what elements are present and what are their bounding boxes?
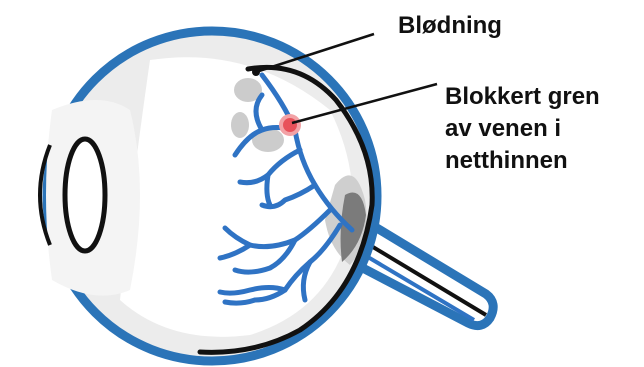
- blocked-vein-marker: [279, 114, 301, 136]
- bleeding-leader-dot: [252, 68, 260, 76]
- label-bleeding: Blødning: [398, 12, 502, 39]
- label-blocked-vein-line2: av venen i: [445, 115, 561, 142]
- label-blocked-vein-line3: netthinnen: [445, 147, 568, 174]
- lens: [65, 139, 105, 251]
- label-blocked-vein-line1: Blokkert gren: [445, 83, 600, 110]
